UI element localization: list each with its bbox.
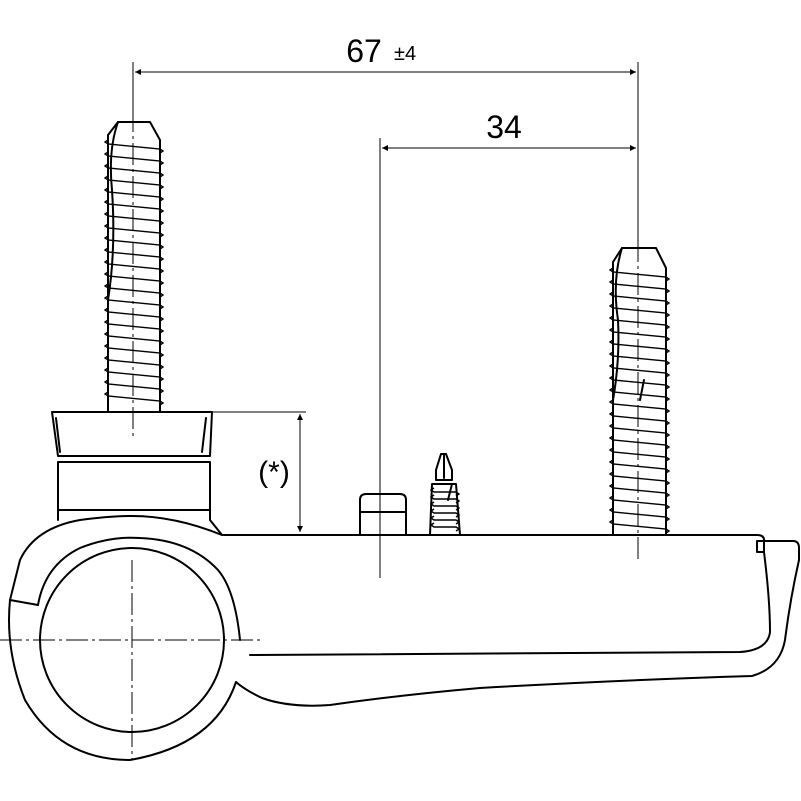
thread-line (103, 139, 165, 154)
thread-line (103, 367, 165, 382)
thread-line (608, 363, 671, 378)
thread-line (608, 267, 671, 282)
thread-line (608, 387, 671, 402)
thread-line (608, 495, 671, 510)
small-screw (429, 453, 461, 536)
dimension-overall-tolerance: ±4 (394, 43, 416, 65)
small-screw-threads (429, 487, 461, 532)
right-screw-threads (608, 267, 671, 534)
thread-line (608, 483, 671, 498)
thread-line (608, 303, 671, 318)
thread-line (103, 307, 165, 322)
dimension-overall: 67 ±4 (132, 33, 639, 240)
thread-line (103, 391, 165, 406)
dimension-offset-value: 34 (486, 109, 522, 145)
thread-line (429, 515, 461, 525)
thread-line (608, 291, 671, 306)
thread-line (608, 315, 671, 330)
thread-line (103, 175, 165, 190)
thread-line (608, 459, 671, 474)
thread-line (103, 355, 165, 370)
thread-line (429, 494, 461, 504)
thread-line (103, 247, 165, 262)
dimension-height: (*) (212, 411, 306, 532)
left-screw-threads (103, 139, 165, 406)
thread-line (429, 522, 461, 532)
centerlines (0, 110, 639, 760)
thread-line (608, 471, 671, 486)
thread-line (103, 211, 165, 226)
thread-line (608, 507, 671, 522)
thread-line (608, 375, 671, 390)
thread-line (608, 411, 671, 426)
thread-line (103, 259, 165, 274)
dimension-offset: 34 (379, 109, 636, 578)
thread-line (429, 487, 461, 497)
thread-line (608, 447, 671, 462)
thread-line (103, 163, 165, 178)
thread-line (429, 501, 461, 511)
thread-line (608, 327, 671, 342)
thread-line (608, 435, 671, 450)
bracket-body (8, 461, 800, 761)
left-screw (103, 121, 165, 413)
thread-line (103, 331, 165, 346)
thread-line (103, 379, 165, 394)
pin (359, 493, 407, 536)
thread-line (608, 279, 671, 294)
thread-line (103, 283, 165, 298)
thread-line (103, 199, 165, 214)
thread-line (429, 508, 461, 518)
thread-line (103, 319, 165, 334)
thread-line (608, 423, 671, 438)
dimension-height-note: (*) (258, 456, 290, 489)
thread-line (103, 271, 165, 286)
thread-line (103, 235, 165, 250)
thread-line (608, 399, 671, 414)
plug-collar (51, 411, 213, 457)
dimension-overall-value: 67 (346, 33, 382, 69)
thread-line (103, 223, 165, 238)
thread-line (103, 343, 165, 358)
thread-line (103, 187, 165, 202)
thread-line (608, 351, 671, 366)
thread-line (103, 151, 165, 166)
thread-line (103, 295, 165, 310)
right-screw (608, 247, 671, 536)
thread-line (608, 339, 671, 354)
thread-line (608, 519, 671, 534)
